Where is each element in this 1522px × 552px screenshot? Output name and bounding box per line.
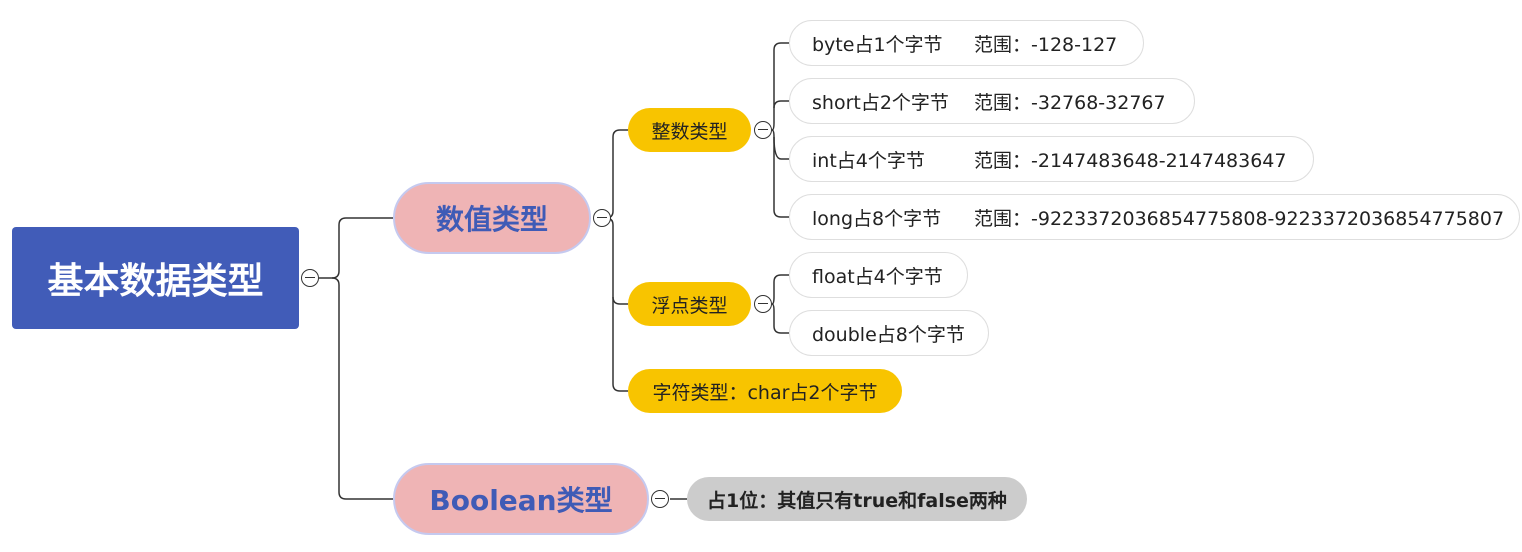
root-node[interactable]: 基本数据类型 [12, 227, 299, 329]
connector-integer-byte [771, 42, 789, 131]
connector-integer-int [773, 136, 789, 160]
boolean-type-node[interactable]: Boolean类型 [393, 463, 649, 535]
connector-float-float [771, 274, 789, 305]
byte-node[interactable]: byte占1个字节 范围：-128-127 [789, 20, 1144, 66]
long-range-label: 范围：-9223372036854775808-9223372036854775… [974, 207, 1505, 230]
double-node[interactable]: double占8个字节 [789, 310, 989, 356]
char-type-node[interactable]: 字符类型：char占2个字节 [628, 369, 902, 413]
connector-integer-long [771, 129, 789, 218]
collapse-circle-minus-icon[interactable] [593, 209, 611, 227]
long-size-label: long占8个字节 [812, 207, 942, 230]
integer-type-node[interactable]: 整数类型 [628, 108, 751, 152]
byte-size-label: byte占1个字节 [812, 33, 943, 56]
boolean-description-node[interactable]: 占1位：其值只有true和false两种 [687, 477, 1027, 521]
connector-float-double [771, 303, 789, 334]
float-type-node[interactable]: 浮点类型 [628, 282, 751, 326]
short-range-label: 范围：-32768-32767 [974, 91, 1166, 114]
collapse-circle-minus-icon[interactable] [754, 295, 772, 313]
connector-numeric-float [605, 217, 628, 305]
float-node[interactable]: float占4个字节 [789, 252, 968, 298]
numeric-type-node[interactable]: 数值类型 [393, 182, 591, 254]
double-size-label: double占8个字节 [812, 323, 965, 346]
connector-numeric-integer [605, 129, 628, 219]
int-size-label: int占4个字节 [812, 149, 925, 172]
collapse-circle-minus-icon[interactable] [754, 121, 772, 139]
connector-integer-short [773, 100, 789, 109]
connector-root-numeric [319, 217, 393, 279]
connector-numeric-char [612, 297, 628, 392]
long-node[interactable]: long占8个字节 范围：-9223372036854775808-922337… [789, 194, 1520, 240]
connector-root-boolean [331, 277, 393, 500]
short-size-label: short占2个字节 [812, 91, 949, 114]
float-size-label: float占4个字节 [812, 265, 943, 288]
collapse-circle-minus-icon[interactable] [301, 269, 319, 287]
byte-range-label: 范围：-128-127 [974, 33, 1118, 56]
int-node[interactable]: int占4个字节 范围：-2147483648-2147483647 [789, 136, 1314, 182]
short-node[interactable]: short占2个字节 范围：-32768-32767 [789, 78, 1195, 124]
int-range-label: 范围：-2147483648-2147483647 [974, 149, 1287, 172]
collapse-circle-minus-icon[interactable] [651, 490, 669, 508]
